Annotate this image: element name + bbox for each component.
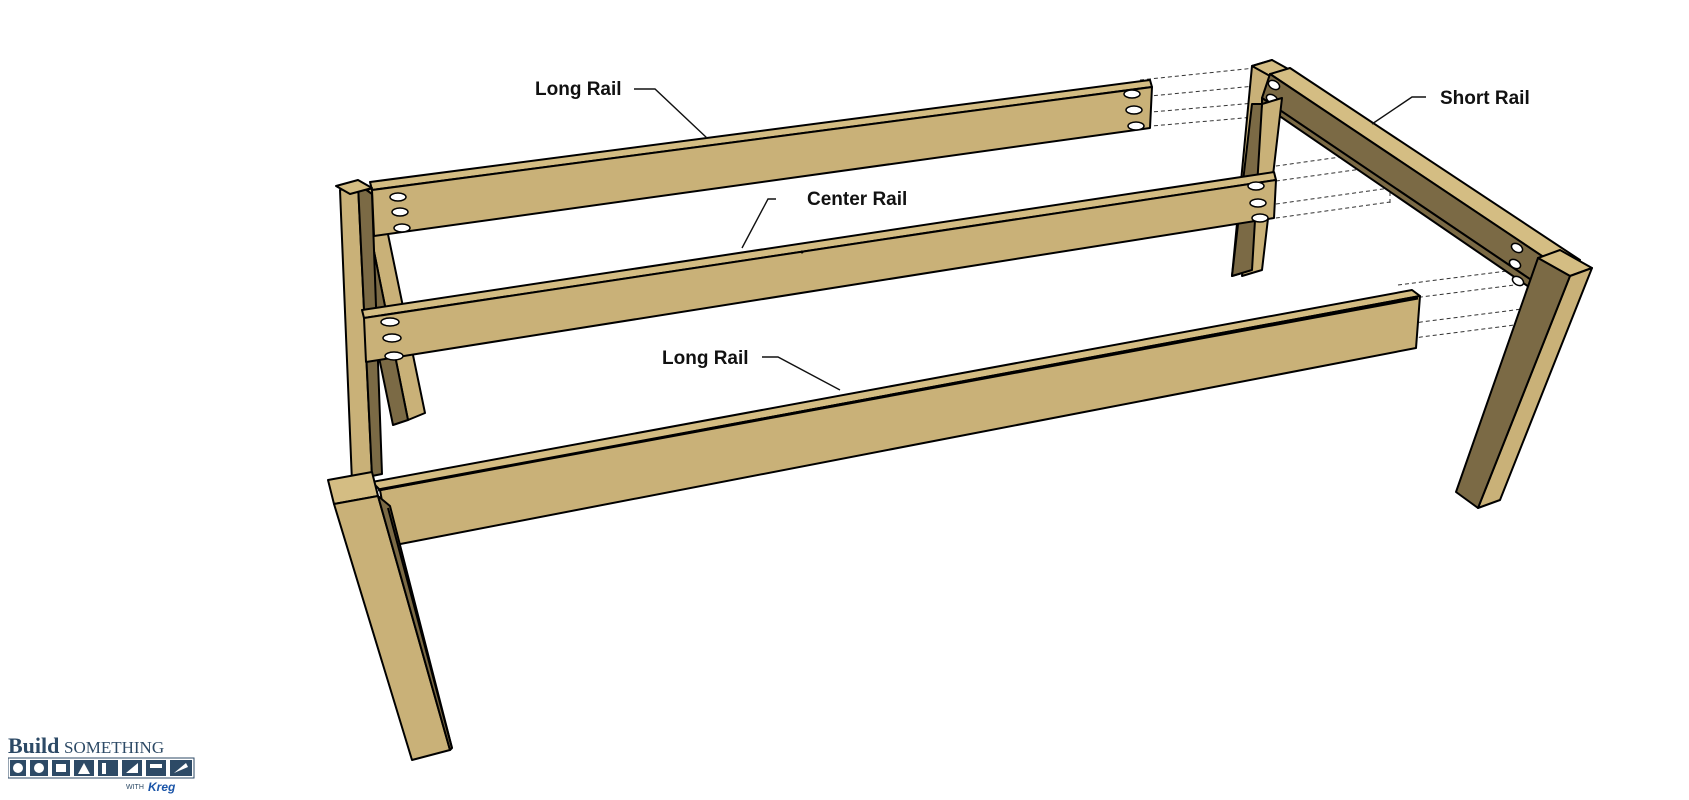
- leader-long-rail-back: [634, 88, 708, 139]
- label-center-rail: Center Rail: [807, 189, 907, 210]
- leader-long-rail-front: [762, 356, 841, 391]
- leader-short-rail: [1371, 96, 1426, 125]
- front-long-rail: [371, 289, 1421, 547]
- short-rail: [1261, 67, 1581, 301]
- pocket-holes-back-left: [389, 192, 411, 233]
- label-long-rail-front: Long Rail: [662, 348, 749, 369]
- front-left-leg: [327, 471, 453, 761]
- logo-tool-icons: [8, 757, 195, 779]
- logo-brand-text: Kreg: [148, 780, 176, 794]
- logo-with-text: WITH: [126, 784, 144, 791]
- back-long-rail: [369, 79, 1153, 237]
- build-something-logo: Build SOMETHING WITH Kreg: [8, 733, 195, 794]
- label-short-rail: Short Rail: [1440, 88, 1530, 109]
- pocket-holes-center-right: [1247, 181, 1269, 223]
- logo-build-text: Build: [8, 733, 59, 758]
- center-rail: [361, 171, 1277, 363]
- pocket-holes-center-left: [380, 317, 404, 361]
- logo-something-text: SOMETHING: [64, 738, 164, 757]
- label-long-rail-back: Long Rail: [535, 79, 622, 100]
- pocket-holes-back-right: [1123, 89, 1145, 131]
- leaders: [634, 88, 1426, 391]
- leader-center-rail: [741, 198, 776, 249]
- front-right-leg: [1455, 249, 1593, 509]
